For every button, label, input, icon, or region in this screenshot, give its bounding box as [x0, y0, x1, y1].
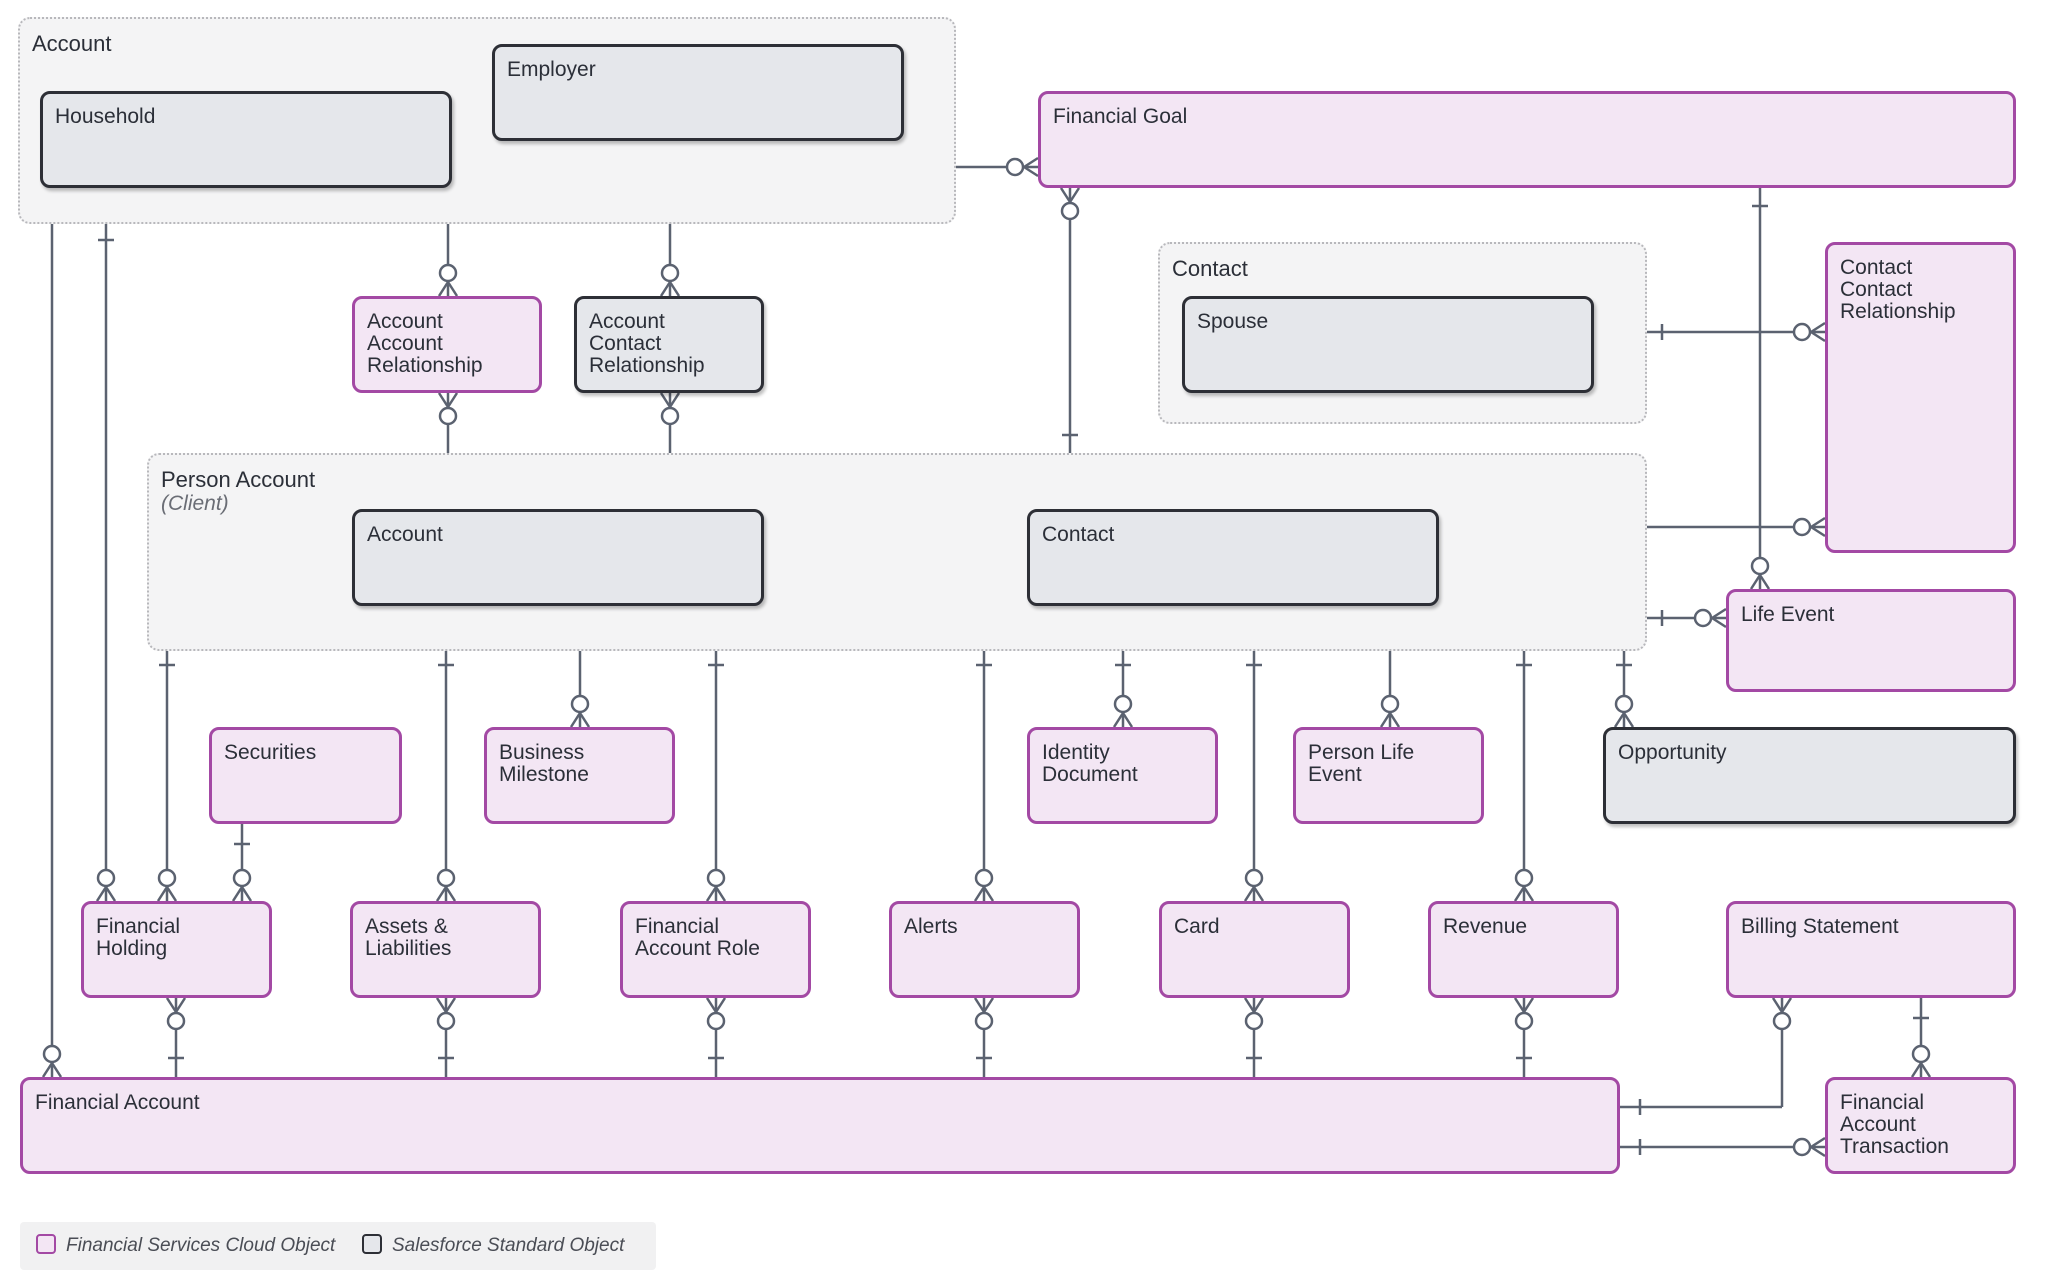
- billing-statement-object[interactable]: Billing Statement: [1726, 901, 2016, 998]
- legend-standard-swatch: [362, 1234, 382, 1254]
- legend: Financial Services Cloud Object Salesfor…: [20, 1222, 656, 1270]
- employer-object[interactable]: Employer: [492, 44, 904, 141]
- financial-account-transaction-object[interactable]: Financial Account Transaction: [1825, 1077, 2016, 1174]
- card-object[interactable]: Card: [1159, 901, 1350, 998]
- securities-object[interactable]: Securities: [209, 727, 402, 824]
- account-account-relationship-object[interactable]: Account Account Relationship: [352, 296, 542, 393]
- business-milestone-object[interactable]: Business Milestone: [484, 727, 675, 824]
- household-object[interactable]: Household: [40, 91, 452, 188]
- financial-goal-object[interactable]: Financial Goal: [1038, 91, 2016, 188]
- financial-holding-object[interactable]: Financial Holding: [81, 901, 272, 998]
- legend-fsc-label: Financial Services Cloud Object: [66, 1235, 336, 1256]
- legend-standard-label: Salesforce Standard Object: [392, 1235, 625, 1256]
- contact-group-label: Contact: [1172, 256, 1248, 281]
- contact-contact-relationship-object[interactable]: Contact Contact Relationship: [1825, 242, 2016, 553]
- identity-document-object[interactable]: Identity Document: [1027, 727, 1218, 824]
- account-contact-relationship-object[interactable]: Account Contact Relationship: [574, 296, 764, 393]
- contact-object[interactable]: Contact: [1027, 509, 1439, 606]
- account-object[interactable]: Account: [352, 509, 764, 606]
- opportunity-object[interactable]: Opportunity: [1603, 727, 2016, 824]
- person-account-group-label: Person Account: [161, 467, 316, 492]
- person-life-event-object[interactable]: Person Life Event: [1293, 727, 1484, 824]
- account-group-label: Account: [32, 31, 112, 56]
- financial-account-role-object[interactable]: Financial Account Role: [620, 901, 811, 998]
- assets-liabilities-object[interactable]: Assets & Liabilities: [350, 901, 541, 998]
- financial-account-object[interactable]: Financial Account: [20, 1077, 1620, 1174]
- spouse-object[interactable]: Spouse: [1182, 296, 1594, 393]
- alerts-object[interactable]: Alerts: [889, 901, 1080, 998]
- person-account-group-sublabel: (Client): [161, 492, 229, 515]
- life-event-object[interactable]: Life Event: [1726, 589, 2016, 692]
- revenue-object[interactable]: Revenue: [1428, 901, 1619, 998]
- legend-fsc-swatch: [36, 1234, 56, 1254]
